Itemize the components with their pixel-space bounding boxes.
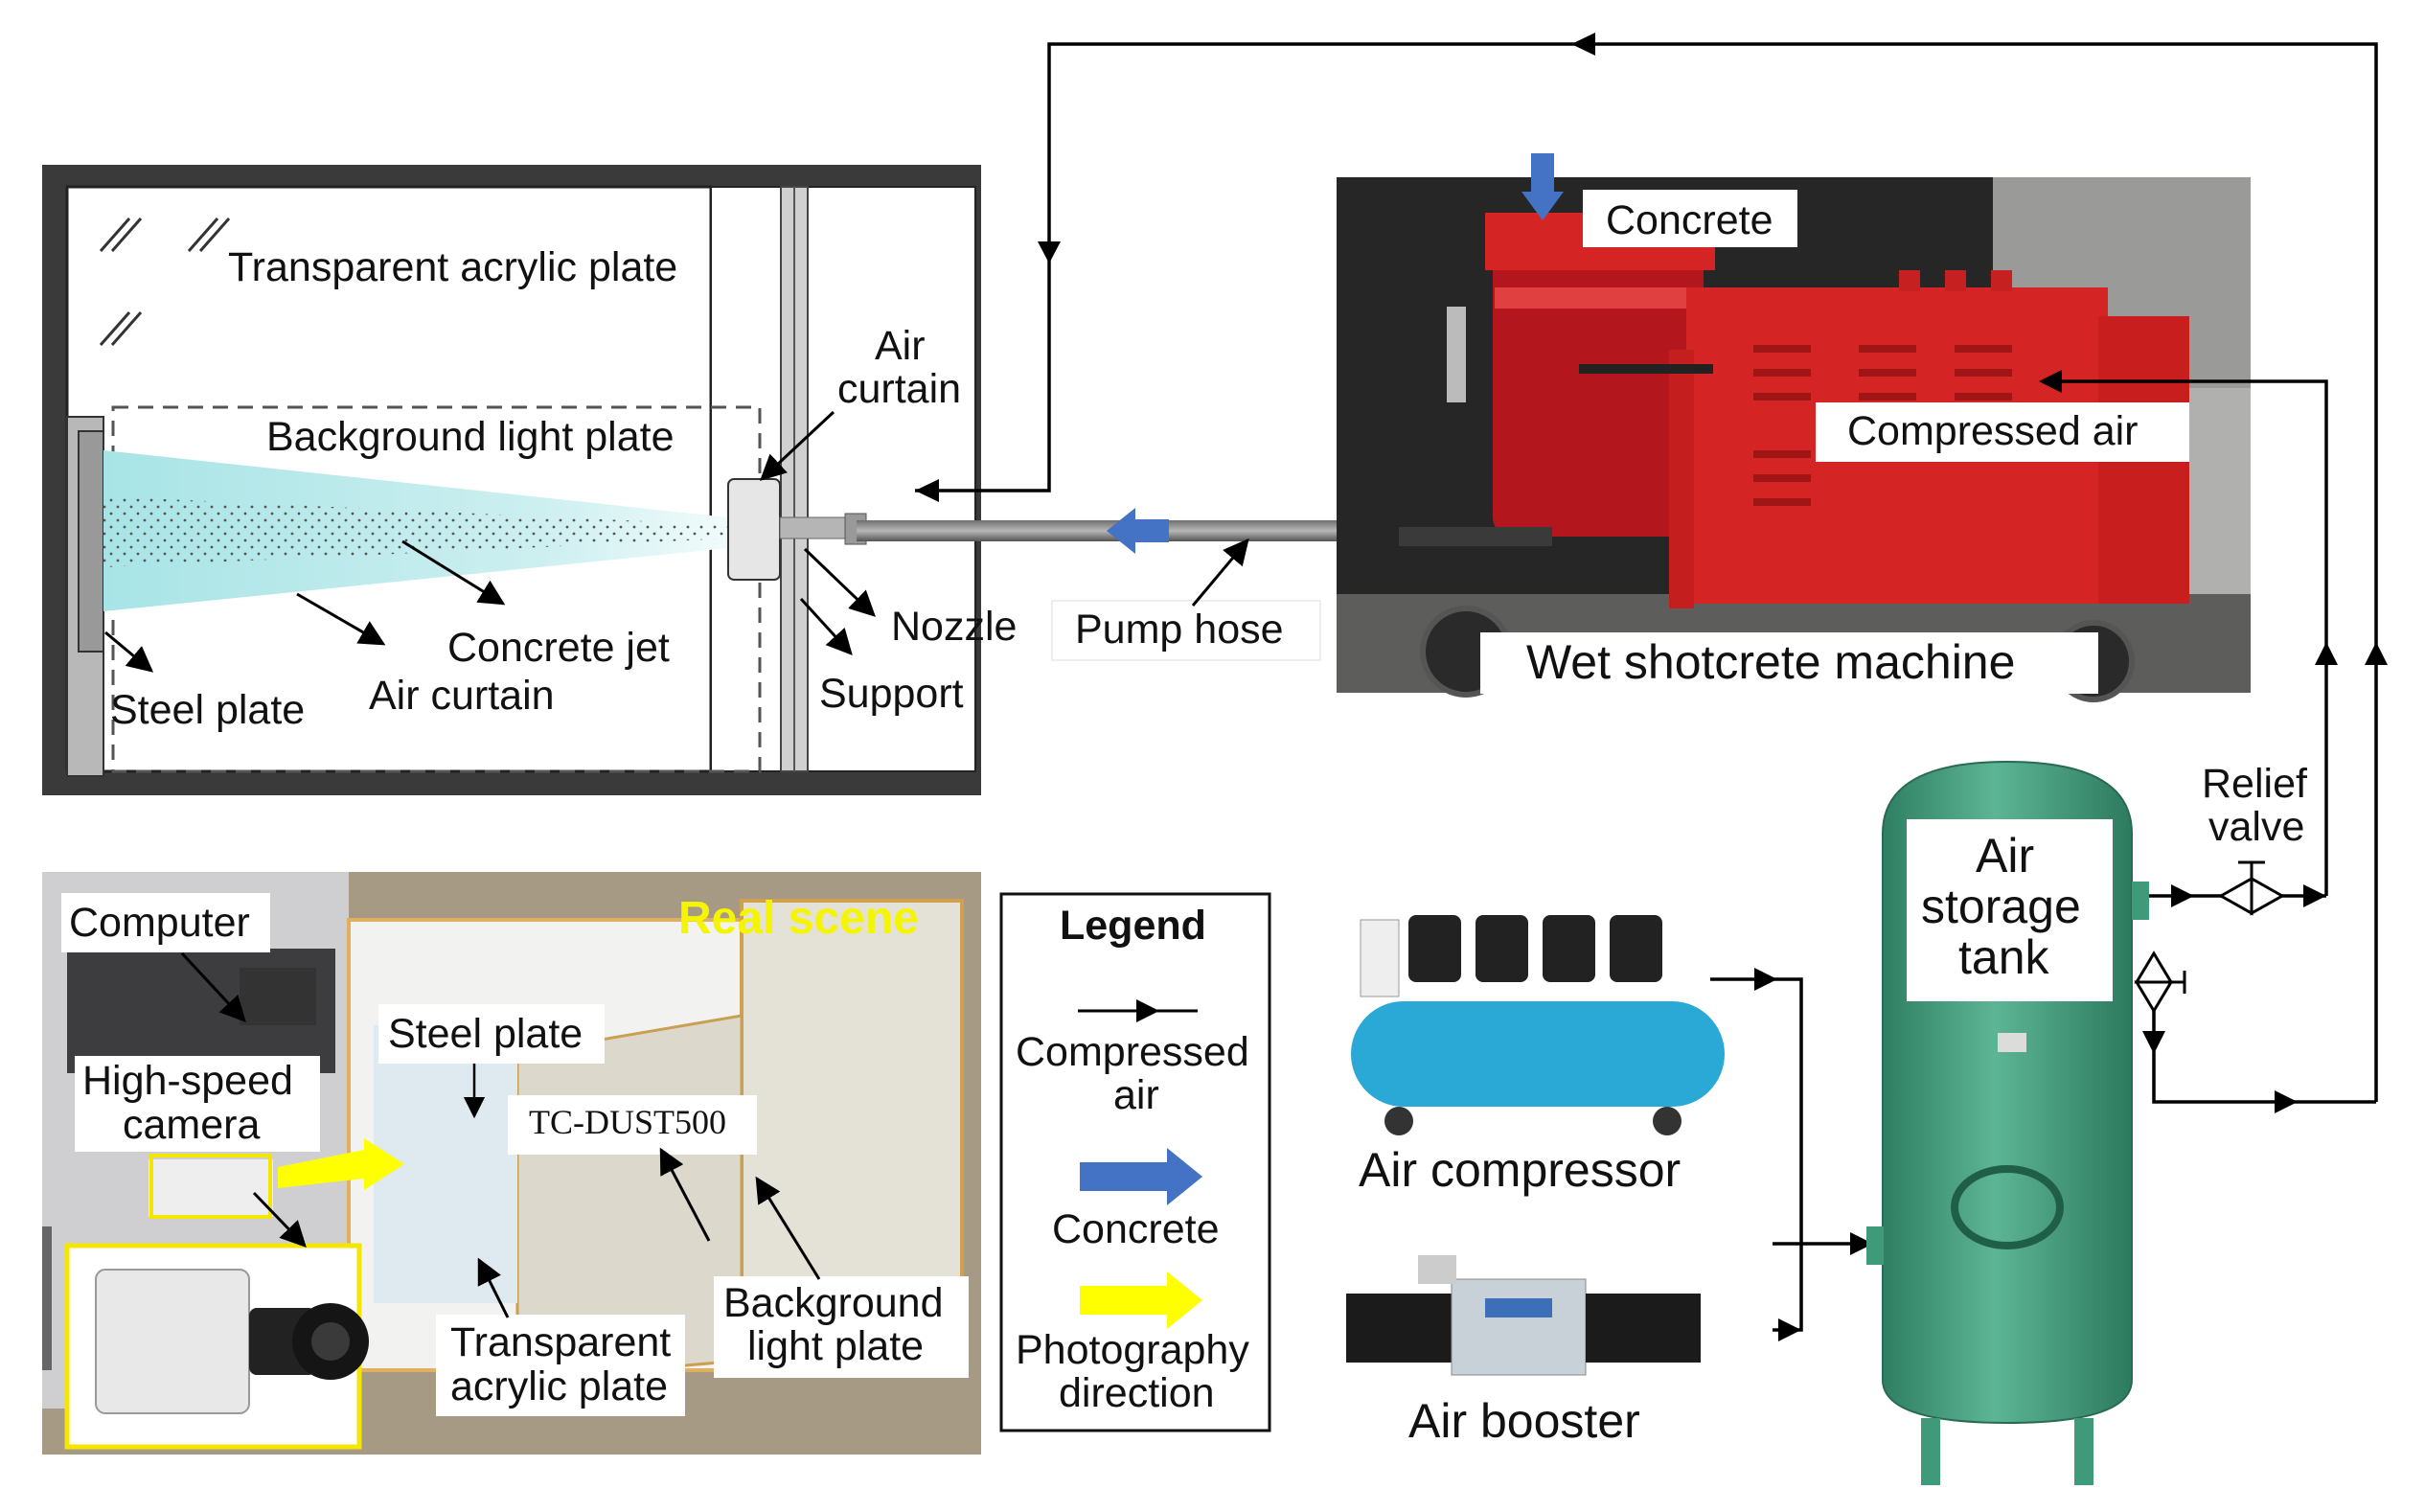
label-tank-2: storage bbox=[1921, 880, 2081, 933]
legend-item2: Concrete bbox=[1052, 1206, 1219, 1252]
air-compressor-photo bbox=[1351, 915, 1725, 1135]
label-air-compressor: Air compressor bbox=[1359, 1143, 1681, 1197]
label-air-curtain-bottom: Air curtain bbox=[369, 673, 555, 719]
label-nozzle: Nozzle bbox=[891, 604, 1017, 650]
label-steel-plate: Steel plate bbox=[110, 687, 305, 733]
label-compressed-air: Compressed air bbox=[1847, 408, 2139, 454]
label-transparent-acrylic-plate: Transparent acrylic plate bbox=[228, 244, 677, 290]
label-air-booster: Air booster bbox=[1408, 1394, 1640, 1448]
label-relief-2: valve bbox=[2208, 804, 2304, 850]
label-tank-1: Air bbox=[1976, 829, 2034, 882]
schematic-panel: Transparent acrylic plate Background lig… bbox=[42, 165, 1017, 795]
photography-direction-arrow bbox=[278, 1138, 404, 1190]
label-real-scene: Real scene bbox=[678, 893, 919, 944]
legend-compressed-air-arrow bbox=[1136, 999, 1159, 1022]
label-real-transparent-2: acrylic plate bbox=[450, 1363, 668, 1409]
label-relief-1: Relief bbox=[2202, 761, 2308, 807]
legend-photo-arrow bbox=[1080, 1271, 1202, 1329]
camera-icon bbox=[95, 1269, 369, 1414]
legend-item1-line2: air bbox=[1113, 1072, 1159, 1118]
label-real-background-1: Background bbox=[723, 1280, 944, 1326]
air-booster-photo bbox=[1346, 1255, 1701, 1376]
label-air-curtain-top-1: Air bbox=[875, 323, 926, 369]
label-tank-3: tank bbox=[1958, 930, 2050, 984]
camera-highlight-box bbox=[149, 1154, 272, 1219]
legend-item3-line2: direction bbox=[1059, 1370, 1215, 1416]
background-light-plate-outline bbox=[111, 405, 762, 773]
legend-item1-line1: Compressed bbox=[1016, 1029, 1249, 1075]
label-real-transparent-1: Transparent bbox=[450, 1319, 671, 1365]
concrete-flow-arrow bbox=[1107, 508, 1169, 554]
label-camera-1: High-speed bbox=[82, 1058, 293, 1104]
nozzle bbox=[727, 478, 781, 581]
legend-item3-line1: Photography bbox=[1016, 1327, 1249, 1373]
legend-title: Legend bbox=[1060, 903, 1206, 949]
label-real-background-2: light plate bbox=[747, 1323, 924, 1369]
label-camera-2: camera bbox=[123, 1102, 260, 1148]
label-real-steel-plate: Steel plate bbox=[388, 1011, 583, 1057]
label-concrete: Concrete bbox=[1606, 197, 1773, 243]
relief-valve-symbols bbox=[2134, 860, 2286, 1014]
glass-hatch-icons bbox=[99, 218, 231, 346]
label-sensor: TC-DUST500 bbox=[529, 1103, 726, 1141]
legend-concrete-arrow bbox=[1080, 1148, 1202, 1205]
concrete-inlet-arrow bbox=[1521, 153, 1564, 220]
label-concrete-jet: Concrete jet bbox=[447, 625, 670, 671]
label-wet-shotcrete-machine: Wet shotcrete machine bbox=[1526, 635, 2015, 689]
label-pump-hose: Pump hose bbox=[1075, 607, 1284, 653]
label-computer: Computer bbox=[69, 900, 250, 946]
label-support: Support bbox=[819, 671, 964, 717]
concrete-jet-cone bbox=[103, 496, 728, 567]
label-air-curtain-top-2: curtain bbox=[837, 366, 961, 412]
legend: Legend Compressed air Concrete Photograp… bbox=[999, 892, 1271, 1432]
flow-direction-arrowheads bbox=[915, 33, 2388, 1341]
label-background-light-plate: Background light plate bbox=[266, 414, 675, 460]
